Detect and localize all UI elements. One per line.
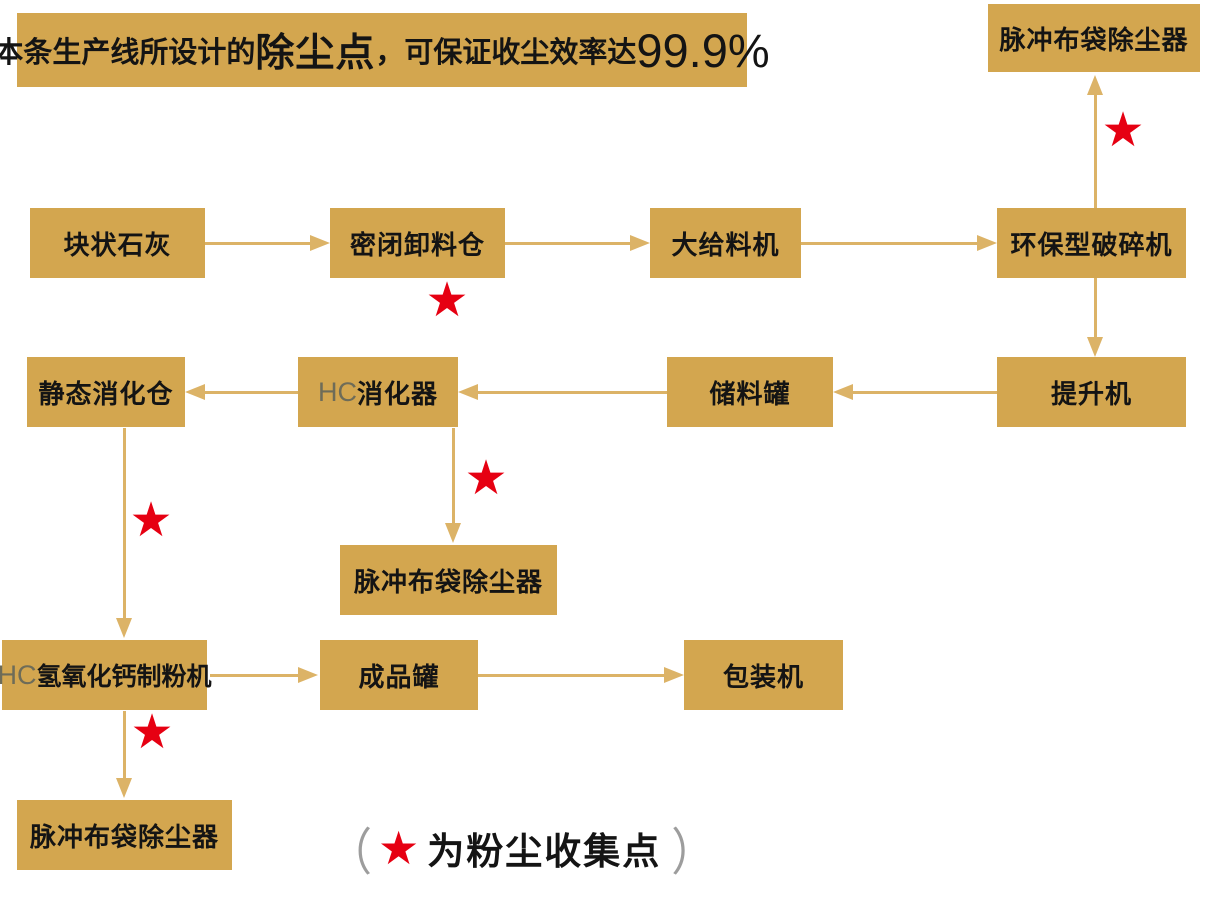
node-eco-crusher-label: 环保型破碎机 xyxy=(1010,229,1173,260)
node-lump-lime: 块状石灰 xyxy=(30,208,205,278)
node-static-digestion-bin: 静态消化仓 xyxy=(27,357,185,427)
banner-text-highlight: 除尘点 xyxy=(255,32,376,75)
legend-star-icon: ★ xyxy=(378,821,420,875)
arrow-large-feeder-to-eco-crusher xyxy=(801,233,997,253)
node-dust-collector-bottom: 脉冲布袋除尘器 xyxy=(17,800,232,870)
node-packing-machine-label: 包装机 xyxy=(722,661,804,692)
node-storage-tank: 储料罐 xyxy=(667,357,833,427)
dust-collection-star-mill: ★ xyxy=(130,704,174,760)
dust-collection-star-unloading-bin: ★ xyxy=(425,272,469,328)
arrow-bucket-elevator-to-storage-tank xyxy=(833,382,997,402)
node-dust-collector-mid: 脉冲布袋除尘器 xyxy=(340,545,557,615)
node-sealed-unloading-bin: 密闭卸料仓 xyxy=(330,208,505,278)
legend: （ ★ 为粉尘收集点 ） xyxy=(328,820,715,881)
node-hc-digester-label: 消化器 xyxy=(356,378,438,409)
node-hc-digester-prefix: HC xyxy=(317,376,357,407)
legend-label: 为粉尘收集点 xyxy=(427,831,662,872)
node-dust-collector-bottom-label: 脉冲布袋除尘器 xyxy=(29,821,219,852)
arrow-storage-tank-to-hc-digester xyxy=(458,382,667,402)
dust-collection-star-digestion-bin: ★ xyxy=(129,492,173,548)
node-bucket-elevator-label: 提升机 xyxy=(1050,378,1132,409)
node-finished-tank: 成品罐 xyxy=(320,640,478,710)
dust-collection-star-crusher: ★ xyxy=(1101,102,1145,158)
node-bucket-elevator: 提升机 xyxy=(997,357,1186,427)
arrow-hc-mill-to-finished-tank xyxy=(210,665,318,685)
legend-close-paren: ） xyxy=(671,825,716,882)
node-dust-collector-top-label: 脉冲布袋除尘器 xyxy=(999,24,1189,55)
dust-collection-star-digester: ★ xyxy=(464,450,508,506)
node-sealed-unloading-bin-label: 密闭卸料仓 xyxy=(349,229,485,260)
arrow-hc-digester-to-static-digestion-bin xyxy=(185,382,298,402)
node-packing-machine: 包装机 xyxy=(684,640,843,710)
node-dust-collector-top: 脉冲布袋除尘器 xyxy=(988,4,1200,72)
arrow-eco-crusher-to-dust-collector-top xyxy=(1085,75,1105,208)
node-static-digestion-bin-label: 静态消化仓 xyxy=(38,378,174,409)
arrow-hc-mill-to-dust-collector-bottom xyxy=(114,711,134,798)
node-large-feeder-label: 大给料机 xyxy=(671,229,780,260)
banner-text-prefix: 本条生产线所设计的 xyxy=(0,37,256,69)
node-hc-mill-prefix: HC xyxy=(0,659,37,690)
legend-open-paren: （ xyxy=(328,825,372,882)
banner-text-middle: ，可保证收尘效率达 xyxy=(375,37,637,69)
banner-text-value: 99.9% xyxy=(636,23,770,77)
arrow-finished-tank-to-packing-machine xyxy=(478,665,684,685)
arrow-hc-digester-to-dust-collector-mid xyxy=(443,428,463,543)
node-finished-tank-label: 成品罐 xyxy=(358,661,440,692)
node-storage-tank-label: 储料罐 xyxy=(709,378,791,409)
arrow-sealed-unloading-bin-to-large-feeder xyxy=(505,233,650,253)
node-lump-lime-label: 块状石灰 xyxy=(63,229,172,260)
arrow-lump-lime-to-sealed-unloading-bin xyxy=(205,233,330,253)
node-large-feeder: 大给料机 xyxy=(650,208,801,278)
node-hc-mill-label: 氢氧化钙制粉机 xyxy=(36,663,212,691)
node-eco-crusher: 环保型破碎机 xyxy=(997,208,1186,278)
arrow-eco-crusher-to-bucket-elevator xyxy=(1085,278,1105,357)
node-dust-collector-mid-label: 脉冲布袋除尘器 xyxy=(353,566,543,597)
arrow-static-digestion-bin-to-hc-mill xyxy=(114,428,134,638)
